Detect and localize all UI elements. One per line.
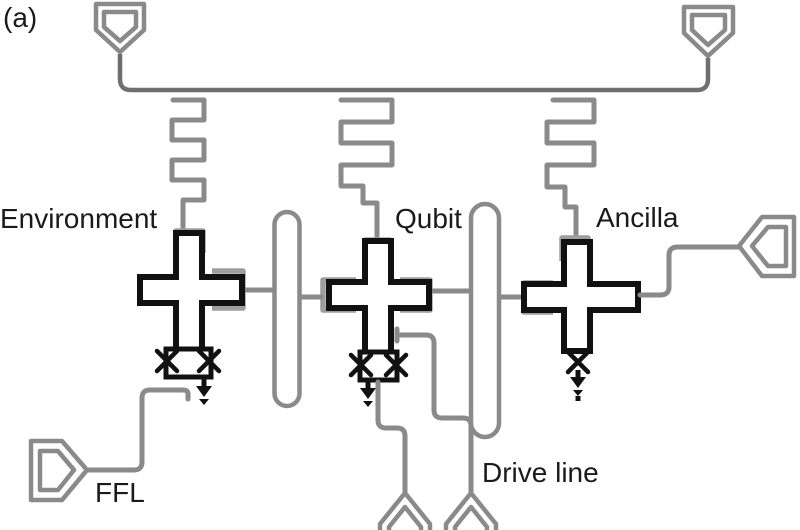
ground-arrow-icon <box>196 386 212 397</box>
pad-outline-inner <box>749 224 789 269</box>
drive-line <box>394 332 474 497</box>
transmon-cross-qubit <box>326 238 432 356</box>
transmon-crosses <box>137 230 641 356</box>
label-qubit: Qubit <box>395 203 462 234</box>
ground-bar-icon <box>199 399 209 405</box>
josephson-junction-icon <box>565 349 591 375</box>
panel-label: (a) <box>3 2 37 33</box>
resonator-ancilla <box>544 97 597 238</box>
readout-resonators <box>169 97 597 239</box>
launcher-pad-bottom-left <box>377 490 433 530</box>
ground-bar-icon <box>363 401 373 407</box>
squid-loop <box>357 349 400 383</box>
ffl-line <box>84 387 191 473</box>
ground-bar-icon <box>573 390 583 396</box>
resonator-environment <box>169 97 207 232</box>
launcher-pad-top-right <box>681 4 736 59</box>
ground-arrow-icon <box>570 377 586 388</box>
transmon-cross-ancilla <box>521 239 641 354</box>
ground-symbol-ancilla <box>570 370 586 401</box>
launcher-pad-mid-right <box>736 214 797 279</box>
pad-outline-inner <box>37 448 77 493</box>
pad-outline-outer <box>93 1 147 55</box>
coupling-bus-left <box>272 209 302 409</box>
pad-outline-inner <box>386 504 424 530</box>
pad-outline-inner <box>101 9 139 44</box>
ground-arrow-icon <box>360 388 376 399</box>
launcher-pad-ffl <box>28 438 90 503</box>
pad-outline-outer <box>681 4 736 59</box>
launcher-pad-bottom-right <box>443 490 499 530</box>
squid-environment <box>154 346 222 405</box>
label-ancilla: Ancilla <box>596 202 679 233</box>
ancilla-output-line <box>637 244 743 298</box>
label-environment: Environment <box>0 203 157 234</box>
feedline-group <box>117 54 711 93</box>
junction-ancilla <box>565 349 591 401</box>
pad-outline-inner <box>689 12 728 48</box>
pad-outline-outer <box>28 438 90 503</box>
josephson-junction-right-icon <box>383 352 409 378</box>
pad-outline-outer <box>377 490 433 530</box>
ground-symbol-environment <box>196 377 212 405</box>
josephson-junction-left-icon <box>154 348 180 374</box>
resonator-qubit <box>338 97 395 239</box>
josephson-junction-right-icon <box>196 348 222 374</box>
squid-qubit <box>348 349 409 407</box>
ground-symbol-qubit <box>360 380 376 407</box>
coupling-bus-right <box>468 201 502 440</box>
label-drive-line: Drive line <box>482 457 599 488</box>
qubit-flux-line <box>375 379 408 496</box>
transmon-cross-environment <box>137 230 245 355</box>
coupling-buses <box>242 201 525 440</box>
feedline <box>117 54 711 93</box>
pad-outline-inner <box>452 504 490 530</box>
josephson-junction-left-icon <box>348 352 374 378</box>
pad-outline-outer <box>443 490 499 530</box>
launcher-pad-top-left <box>93 1 147 55</box>
control-lines <box>84 244 743 497</box>
label-ffl: FFL <box>95 477 145 508</box>
pad-outline-outer <box>736 214 797 279</box>
